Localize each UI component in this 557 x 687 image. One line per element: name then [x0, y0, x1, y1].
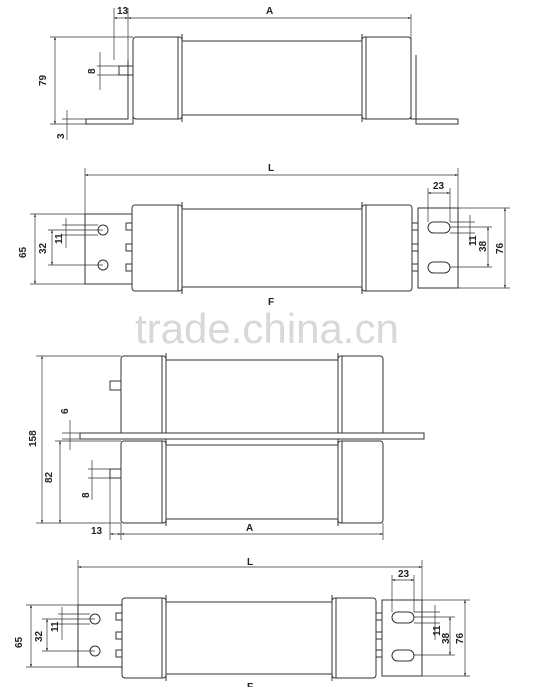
- diagram-2-right-cap: [361, 204, 413, 292]
- diagram-3-lower-body: [165, 444, 339, 520]
- d1-label-13: 13: [117, 6, 129, 17]
- d2-label-38: 38: [478, 240, 489, 252]
- watermark-text: trade.china.cn: [135, 305, 399, 352]
- d1-label-8: 8: [87, 68, 98, 74]
- diagram-2-right-plate: [417, 207, 459, 289]
- d3-label-8: 8: [81, 492, 92, 498]
- diagram-2-body: [181, 208, 363, 288]
- d3-label-6: 6: [60, 408, 71, 414]
- diagram-4-right-slot-bottom: [391, 649, 415, 662]
- diagram-1-left-cap: [132, 36, 183, 120]
- diagram-3-upper-left-cap: [120, 355, 167, 439]
- diagram-4-right-plate: [381, 599, 423, 677]
- diagram-1-side-view: [50, 8, 459, 140]
- diagram-2-right-slot-top: [427, 221, 451, 234]
- d3-label-158: 158: [28, 430, 39, 447]
- diagram-3-double-fuse: [36, 353, 425, 540]
- d1-label-79: 79: [38, 74, 49, 86]
- d4-label-23: 23: [398, 569, 410, 580]
- d4-label-65: 65: [14, 636, 25, 648]
- diagram-1-right-terminal: [410, 55, 459, 125]
- diagram-1-body: [181, 40, 363, 116]
- diagram-2-left-cap: [131, 204, 183, 292]
- d2-label-L: L: [268, 163, 274, 174]
- diagram-4-right-slot-top: [391, 611, 415, 624]
- diagram-3-upper-right-cap: [337, 355, 384, 439]
- d4-label-F: F: [247, 682, 253, 687]
- diagram-4-left-cap: [121, 597, 167, 679]
- d4-label-11-left: 11: [50, 621, 61, 632]
- d1-label-3: 3: [56, 133, 67, 139]
- d4-label-32: 32: [34, 630, 45, 642]
- d4-label-L: L: [247, 557, 253, 568]
- d2-label-23: 23: [433, 181, 445, 192]
- diagram-1-left-terminal: [85, 60, 134, 125]
- d3-label-82: 82: [44, 471, 55, 483]
- diagram-3-upper-body: [165, 359, 339, 435]
- diagram-4-body: [165, 601, 333, 675]
- d4-label-76: 76: [455, 632, 466, 644]
- d2-label-32: 32: [38, 242, 49, 254]
- d3-label-A: A: [246, 523, 253, 534]
- d2-label-F: F: [268, 297, 274, 308]
- d4-label-38: 38: [441, 632, 452, 644]
- diagram-1-tab: [118, 65, 134, 76]
- diagram-2-top-view: [30, 168, 510, 294]
- d2-label-11-right: 11: [468, 235, 479, 246]
- diagram-1-right-cap: [361, 36, 412, 120]
- diagram-4-left-plate: [77, 604, 123, 668]
- d3-label-13: 13: [91, 526, 103, 537]
- d2-label-76: 76: [495, 242, 506, 254]
- diagram-3-lower-right-cap: [337, 440, 384, 524]
- diagram-3-shared-plate: [79, 432, 425, 440]
- diagram-4-right-cap: [331, 597, 377, 679]
- diagram-4-top-view: [26, 560, 470, 681]
- diagram-2-left-plate: [84, 213, 133, 285]
- diagram-2-right-slot-bottom: [427, 261, 451, 274]
- d2-label-65: 65: [18, 246, 29, 258]
- d4-label-11-right: 11: [432, 625, 443, 636]
- d1-label-A: A: [266, 6, 273, 17]
- diagram-3-lower-left-cap: [120, 440, 167, 524]
- d2-label-11-left: 11: [54, 233, 65, 244]
